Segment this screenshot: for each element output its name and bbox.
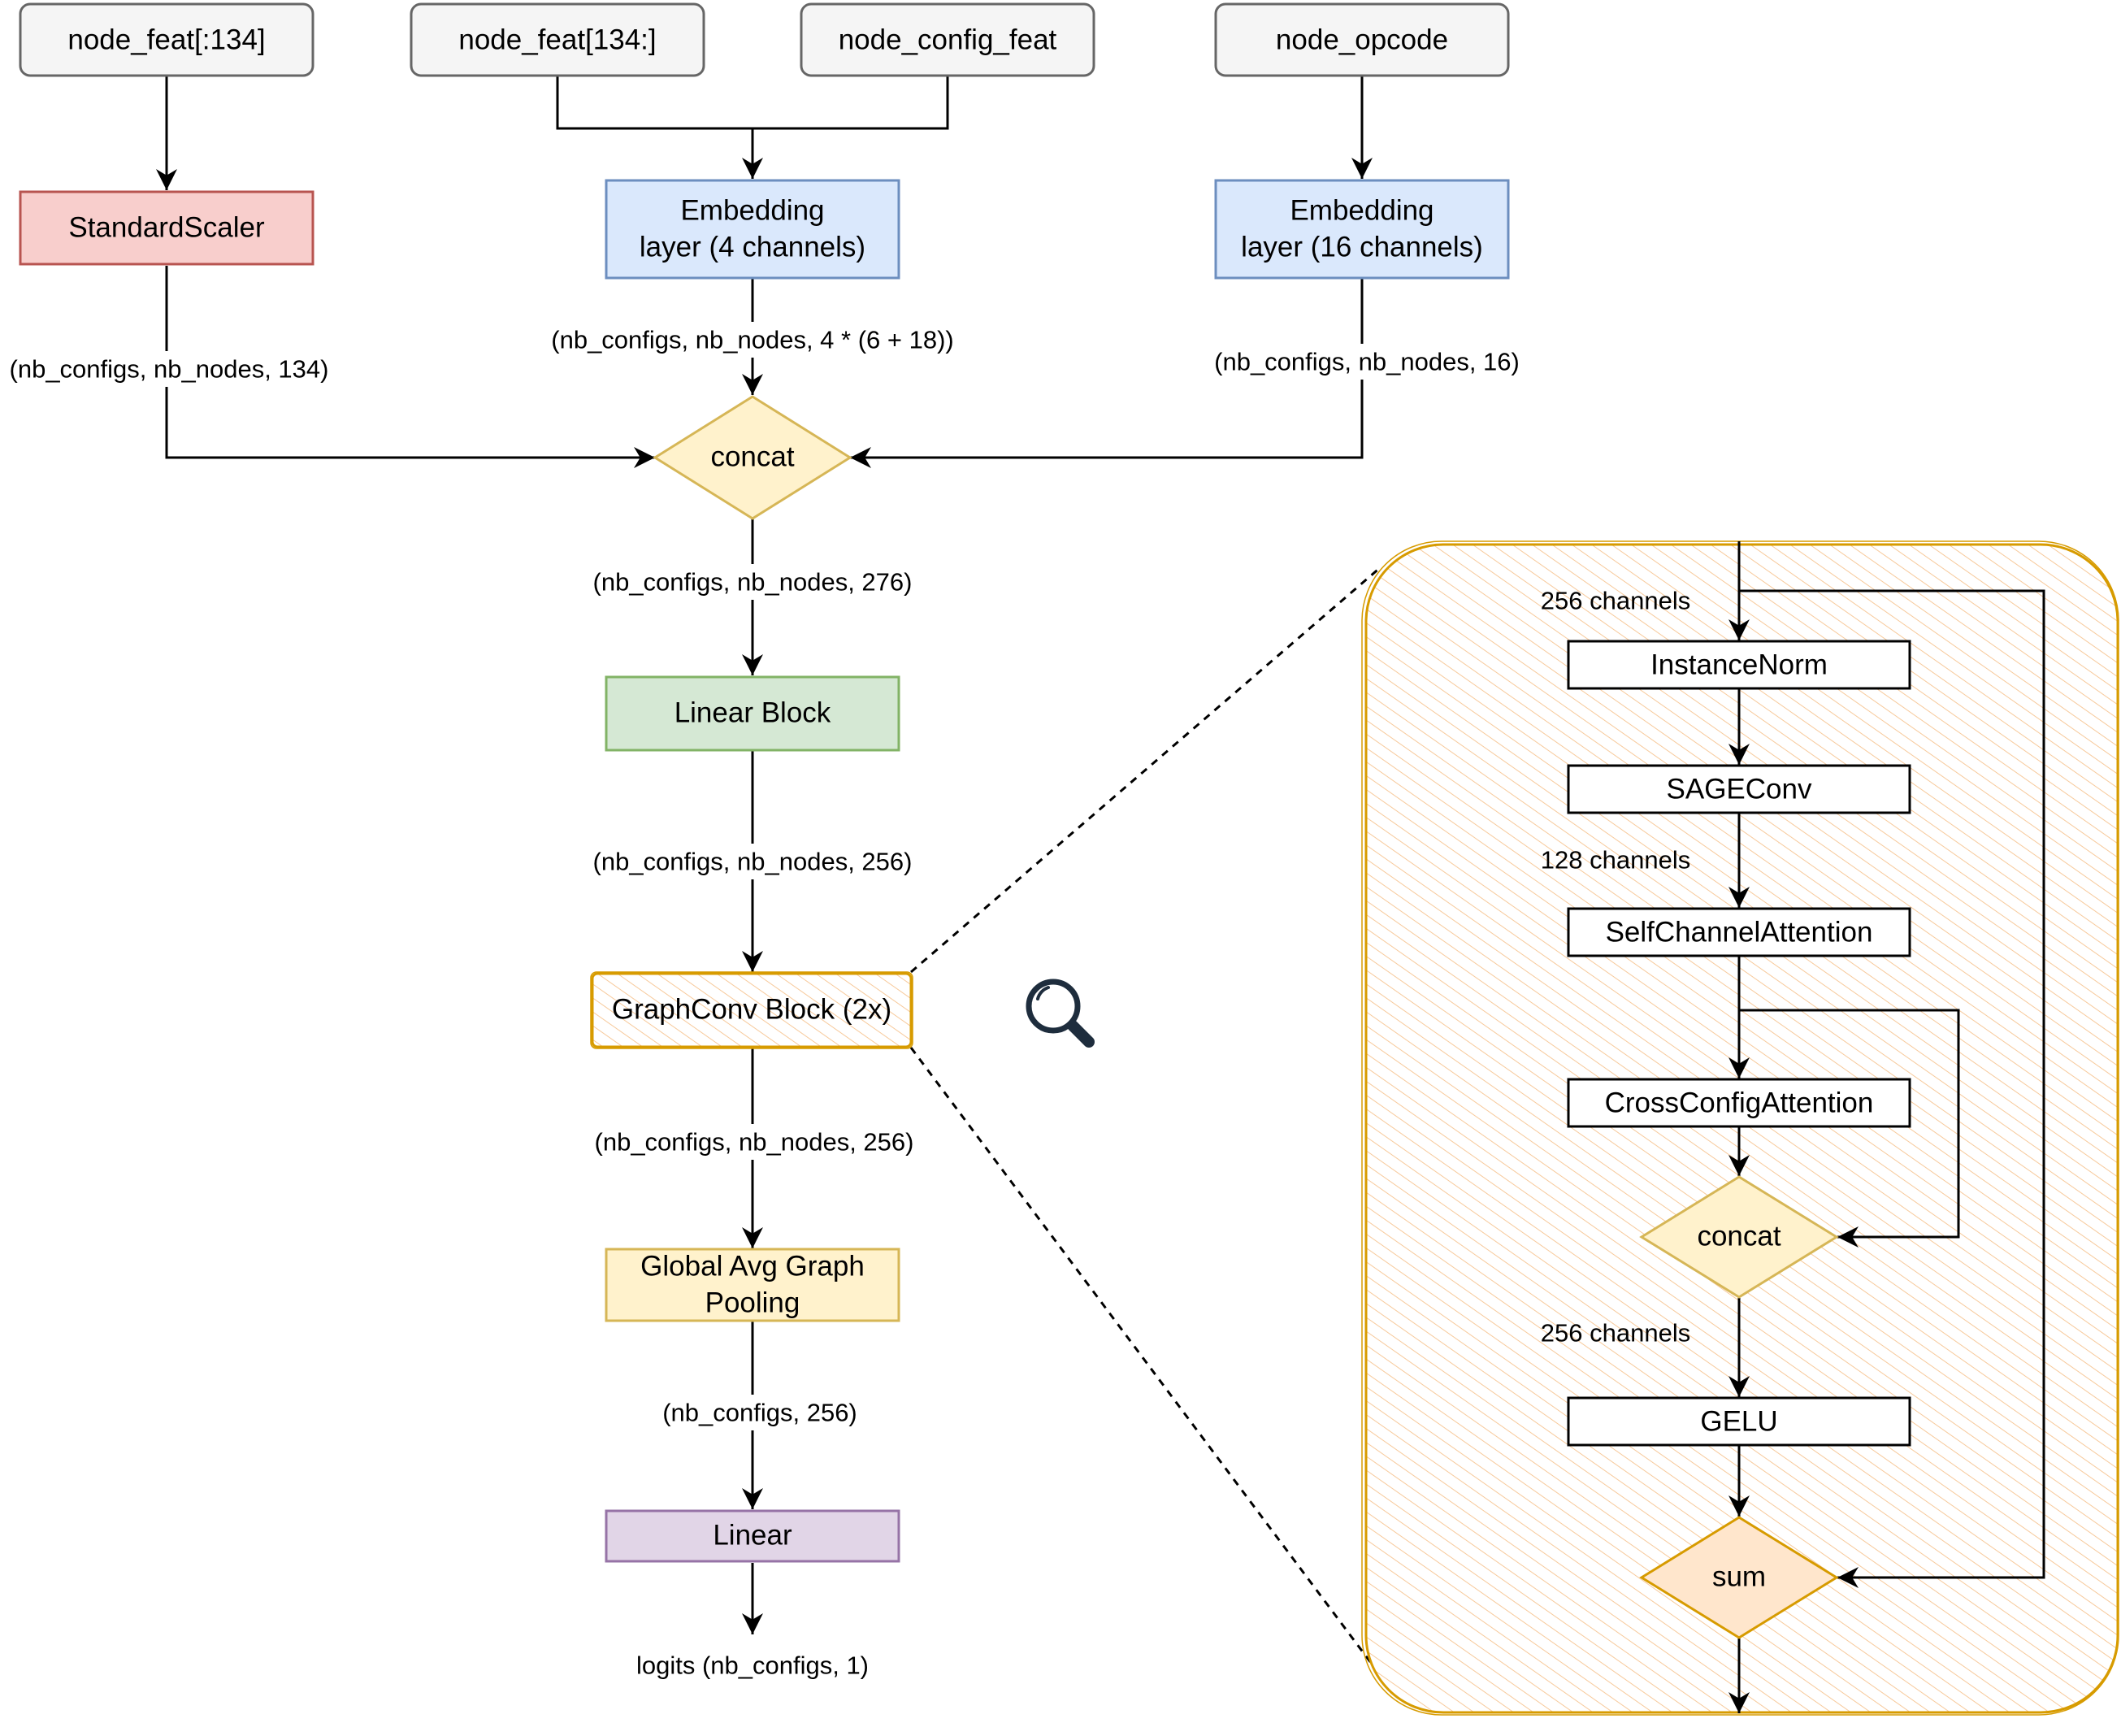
concat-label: concat xyxy=(710,441,794,473)
self-channel-attention-block: SelfChannelAttention xyxy=(1567,907,1911,957)
node-opcode: node_opcode xyxy=(1214,2,1510,77)
embedding-4-block: Embedding layer (4 channels) xyxy=(605,179,900,280)
concat-node: concat xyxy=(653,395,852,520)
embedding-16-label-line2: layer (16 channels) xyxy=(1241,232,1483,263)
embedding-16-label-line1: Embedding xyxy=(1290,195,1434,227)
node-opcode-label: node_opcode xyxy=(1276,24,1448,56)
self-channel-attention-label: SelfChannelAttention xyxy=(1606,917,1873,948)
linear-block-label: Linear Block xyxy=(674,697,831,729)
concat-out-label: (nb_configs, nb_nodes, 276) xyxy=(593,568,913,597)
graphconv-detail-panel: 256 channels InstanceNorm SAGEConv 128 c… xyxy=(1361,540,2119,1716)
standard-scaler-label: StandardScaler xyxy=(68,212,265,244)
edge-embed16-to-concat xyxy=(850,278,1364,468)
embedding-16-block: Embedding layer (16 channels) xyxy=(1214,179,1510,280)
linear-block: Linear Block xyxy=(605,675,900,752)
detail-edge-residual xyxy=(1739,589,2045,1588)
node-feat-a-label: node_feat[:134] xyxy=(67,24,265,56)
detail-out-channels-label: 256 channels xyxy=(1541,1319,1690,1348)
zoom-lines xyxy=(909,565,1382,1667)
detail-in-channels-label: 256 channels xyxy=(1541,587,1690,615)
instance-norm-block: InstanceNorm xyxy=(1567,640,1911,690)
output-label: logits (nb_configs, 1) xyxy=(636,1651,869,1680)
embed4-out-label: (nb_configs, nb_nodes, 4 * (6 + 18)) xyxy=(551,326,953,354)
graphconv-block: GraphConv Block (2x) xyxy=(590,971,913,1049)
graphconv-block-label: GraphConv Block (2x) xyxy=(612,994,891,1026)
node-feat-b: node_feat[134:] xyxy=(410,2,705,77)
edge-scaler-to-concat xyxy=(165,266,655,468)
linear-block-out-label: (nb_configs, nb_nodes, 256) xyxy=(593,848,913,876)
detail-concat-label: concat xyxy=(1697,1221,1781,1252)
node-feat-a: node_feat[:134] xyxy=(19,2,314,77)
cross-config-attention-label: CrossConfigAttention xyxy=(1605,1087,1874,1119)
sage-conv-block: SAGEConv xyxy=(1567,764,1911,814)
sage-conv-label: SAGEConv xyxy=(1667,774,1812,805)
sum-label: sum xyxy=(1712,1561,1766,1593)
embedding-4-label-line2: layer (4 channels) xyxy=(640,232,865,263)
node-feat-b-label: node_feat[134:] xyxy=(458,24,656,56)
sum-node: sum xyxy=(1639,1516,1839,1639)
scaler-out-label: (nb_configs, nb_nodes, 134) xyxy=(10,355,329,384)
cross-config-attention-block: CrossConfigAttention xyxy=(1567,1078,1911,1128)
global-pool-block: Global Avg Graph Pooling xyxy=(605,1248,900,1322)
global-pool-label-line1: Global Avg Graph xyxy=(640,1251,865,1282)
pool-out-label: (nb_configs, 256) xyxy=(662,1399,857,1427)
zoom-line-top xyxy=(910,565,1382,974)
gelu-block: GELU xyxy=(1567,1396,1911,1447)
instance-norm-label: InstanceNorm xyxy=(1650,649,1828,681)
embedding-4-label-line1: Embedding xyxy=(680,195,824,227)
standard-scaler-block: StandardScaler xyxy=(19,190,314,266)
detail-mid-channels-label: 128 channels xyxy=(1541,846,1690,875)
node-config-feat: node_config_feat xyxy=(800,2,1095,77)
detail-edges xyxy=(1728,541,2045,1713)
edge-feat-b-merge xyxy=(556,76,949,130)
graphconv-out-label: (nb_configs, nb_nodes, 256) xyxy=(595,1128,914,1157)
zoom-line-bottom xyxy=(909,1047,1375,1667)
magnifier-icon xyxy=(1026,979,1095,1048)
linear-final-block: Linear xyxy=(605,1509,900,1563)
detail-edge-skip-to-concat xyxy=(1739,1009,1960,1248)
edge-labels: (nb_configs, nb_nodes, 134) (nb_configs,… xyxy=(2,322,1531,1430)
detail-concat-node: concat xyxy=(1639,1175,1839,1299)
embed16-out-label: (nb_configs, nb_nodes, 16) xyxy=(1214,348,1520,376)
global-pool-label-line2: Pooling xyxy=(705,1287,800,1319)
gelu-label: GELU xyxy=(1700,1406,1777,1438)
node-config-feat-label: node_config_feat xyxy=(839,24,1057,56)
linear-final-label: Linear xyxy=(713,1520,792,1552)
